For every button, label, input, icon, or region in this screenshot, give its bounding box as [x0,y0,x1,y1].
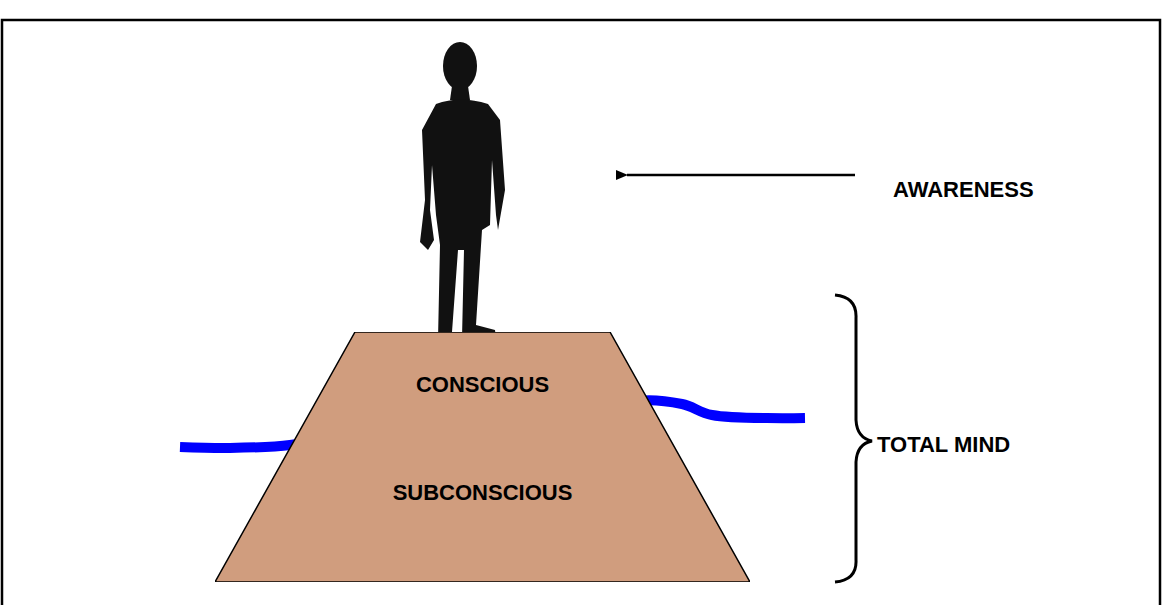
pointer-arrow [627,174,855,177]
mind-trapezoid: CONSCIOUS SUBCONSCIOUS [215,332,750,582]
person-silhouette [420,42,505,340]
trapezoid-shape [215,332,750,582]
trapezoid-outline [215,332,750,582]
curly-brace [835,295,872,582]
region-label: SUBCONSCIOUS [215,480,750,506]
annotation-label: TOTAL MIND [877,432,1010,458]
region-label: CONSCIOUS [215,372,750,398]
annotation-label: AWARENESS [893,177,1034,203]
frame-border [2,20,1160,605]
